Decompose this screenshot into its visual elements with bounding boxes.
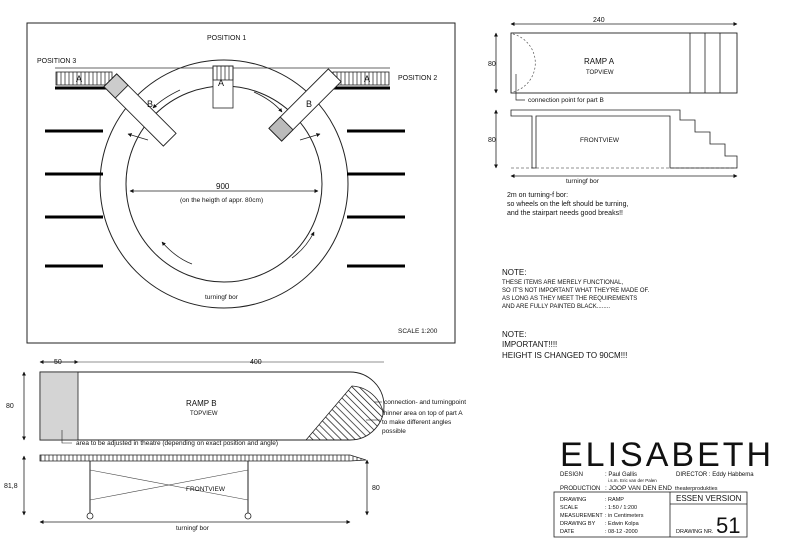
ramp-a-topview	[510, 32, 738, 94]
title-block-frame	[553, 491, 748, 538]
ramp-a-label: A	[76, 74, 82, 84]
important-line: HEIGHT IS CHANGED TO 90CM!!!	[502, 351, 627, 360]
ramp-a-drawing: 240 80 RAMP A TOPVIEW connection point f…	[488, 17, 738, 185]
ramp-b-label: B	[147, 99, 153, 109]
production-value: : JOOP VAN DEN END	[605, 485, 672, 492]
row-label: MEASUREMENT	[560, 513, 603, 519]
ramp-b-drawing: 50 400 80 RAMP B TOPVIEW connection- and…	[4, 359, 466, 532]
row-label: DRAWING BY	[560, 521, 596, 527]
note-heading: NOTE:	[502, 330, 526, 339]
ramp-b-frontview	[39, 454, 367, 462]
ramp-a-curve	[512, 33, 536, 93]
rotation-arrow	[152, 89, 181, 109]
design-value: : Paul Gallis	[605, 472, 637, 478]
ramp-b-hatched-area	[305, 385, 384, 440]
ramp-a-frontview-label: FRONTVIEW	[580, 137, 620, 144]
ramp-a-width-value: 240	[593, 17, 605, 24]
ramp-b-front-left-value: 81,8	[4, 483, 18, 490]
note-line: AS LONG AS THEY MEET THE REQUIREMENTS	[502, 296, 637, 302]
rotation-arrow	[253, 91, 283, 113]
version-label: ESSEN VERSION	[676, 494, 742, 503]
ramp-b-front-right-value: 80	[372, 485, 380, 492]
drawing-nr: 51	[716, 513, 740, 538]
turning-note-line: so wheels on the left should be turning,	[507, 201, 628, 208]
diameter-value: 900	[216, 182, 230, 191]
ramp-b-thinner-note: to make different angles	[382, 419, 452, 426]
turning-note-line: and the stairpart needs good breaks!!	[507, 210, 623, 217]
ramp-b-topview-label: TOPVIEW	[190, 411, 218, 417]
ramp-a-label: A	[218, 78, 224, 88]
turning-note-line: 2m on turning-f bor:	[507, 192, 568, 199]
ramp-a-frontview	[510, 109, 738, 169]
ramp-b-thinner-note: possible	[382, 428, 406, 435]
ramp-a-height-value: 80	[488, 61, 496, 68]
stage-bars	[45, 129, 405, 268]
row-value: : 1:50 / 1:200	[605, 505, 637, 511]
note-line: AND ARE FULLY PAINTED BLACK........	[502, 304, 610, 310]
row-label: DRAWING	[560, 497, 586, 503]
note-line: THESE ITEMS ARE MERELY FUNCTIONAL,	[502, 280, 623, 286]
ramp-a-title: RAMP A	[584, 57, 615, 66]
row-value: : 08-12 -2000	[605, 529, 638, 535]
design-label: DESIGN	[560, 472, 583, 478]
track-label: turningf bor	[205, 294, 239, 301]
ramp-b-dim-400-value: 400	[250, 359, 262, 366]
row-label: DATE	[560, 529, 575, 535]
ramp-b-connection-note: connection- and turningpoint	[384, 399, 466, 406]
ramp-b-label: B	[306, 99, 312, 109]
position-3-label: POSITION 3	[37, 58, 76, 65]
ramp-b-frontview-label: FRONTVIEW	[186, 486, 226, 493]
rotation-arrow	[291, 231, 315, 259]
title-block: ELISABETH DESIGN : Paul Gallis i.s.m. Er…	[553, 436, 774, 538]
production-label: PRODUCTION	[560, 486, 600, 492]
row-value: : Edwin Kolpa	[605, 521, 640, 527]
ramp-a-topview-label: TOPVIEW	[586, 70, 614, 76]
important-line: IMPORTANT!!!!	[502, 340, 557, 349]
plan-frame	[26, 22, 456, 344]
ramp-b-right	[268, 68, 342, 142]
ramp-b-height-value: 80	[6, 403, 14, 410]
ramp-b-adjust-note: area to be adjusted in theatre (dependin…	[76, 440, 278, 447]
note-line: SO IT'S NOT IMPORTANT WHAT THEY'RE MADE …	[502, 288, 650, 294]
notes: 2m on turning-f bor: so wheels on the le…	[502, 192, 650, 360]
diameter-note: (on the heigth of appr. 80cm)	[180, 197, 263, 204]
ramp-a-bottom-label: turningf bor	[566, 178, 600, 185]
row-value: : in Centimeters	[605, 513, 644, 519]
ramp-a-connection-note: connection point for part B	[528, 97, 604, 104]
ramp-b-adjust-area	[39, 371, 79, 441]
project-title: ELISABETH	[560, 436, 774, 474]
position-1-label: POSITION 1	[207, 35, 246, 42]
scale-label: SCALE 1:200	[398, 328, 438, 335]
note-heading: NOTE:	[502, 268, 526, 277]
production-suffix: theaterprodukties	[675, 486, 718, 492]
position-2-label: POSITION 2	[398, 75, 437, 82]
row-value: : RAMP	[605, 497, 624, 503]
director: DIRECTOR : Eddy Habbema	[676, 472, 754, 478]
ramp-a-front-height-value: 80	[488, 137, 496, 144]
ramp-a-position-2	[332, 71, 390, 86]
ramp-a-label: A	[364, 74, 370, 84]
drawing-nr-label: DRAWING NR.	[676, 529, 714, 535]
ramp-b-title: RAMP B	[186, 399, 217, 408]
ramp-a-position-3	[55, 71, 113, 86]
track-outer-ring	[99, 59, 349, 309]
ramp-b-thinner-note: thinner area on top of part A	[382, 410, 463, 417]
design-sub: i.s.m. Eric van der Palen	[608, 478, 657, 483]
rotation-arrow	[161, 241, 193, 265]
ramp-b-dim-50-value: 50	[54, 359, 62, 366]
ramp-b-bottom-label: turningf bor	[176, 525, 210, 532]
row-label: SCALE	[560, 505, 578, 511]
ramp-b-left	[103, 73, 177, 147]
main-plan-view: POSITION 1 POSITION 3 POSITION 2 A A A B…	[26, 22, 456, 344]
